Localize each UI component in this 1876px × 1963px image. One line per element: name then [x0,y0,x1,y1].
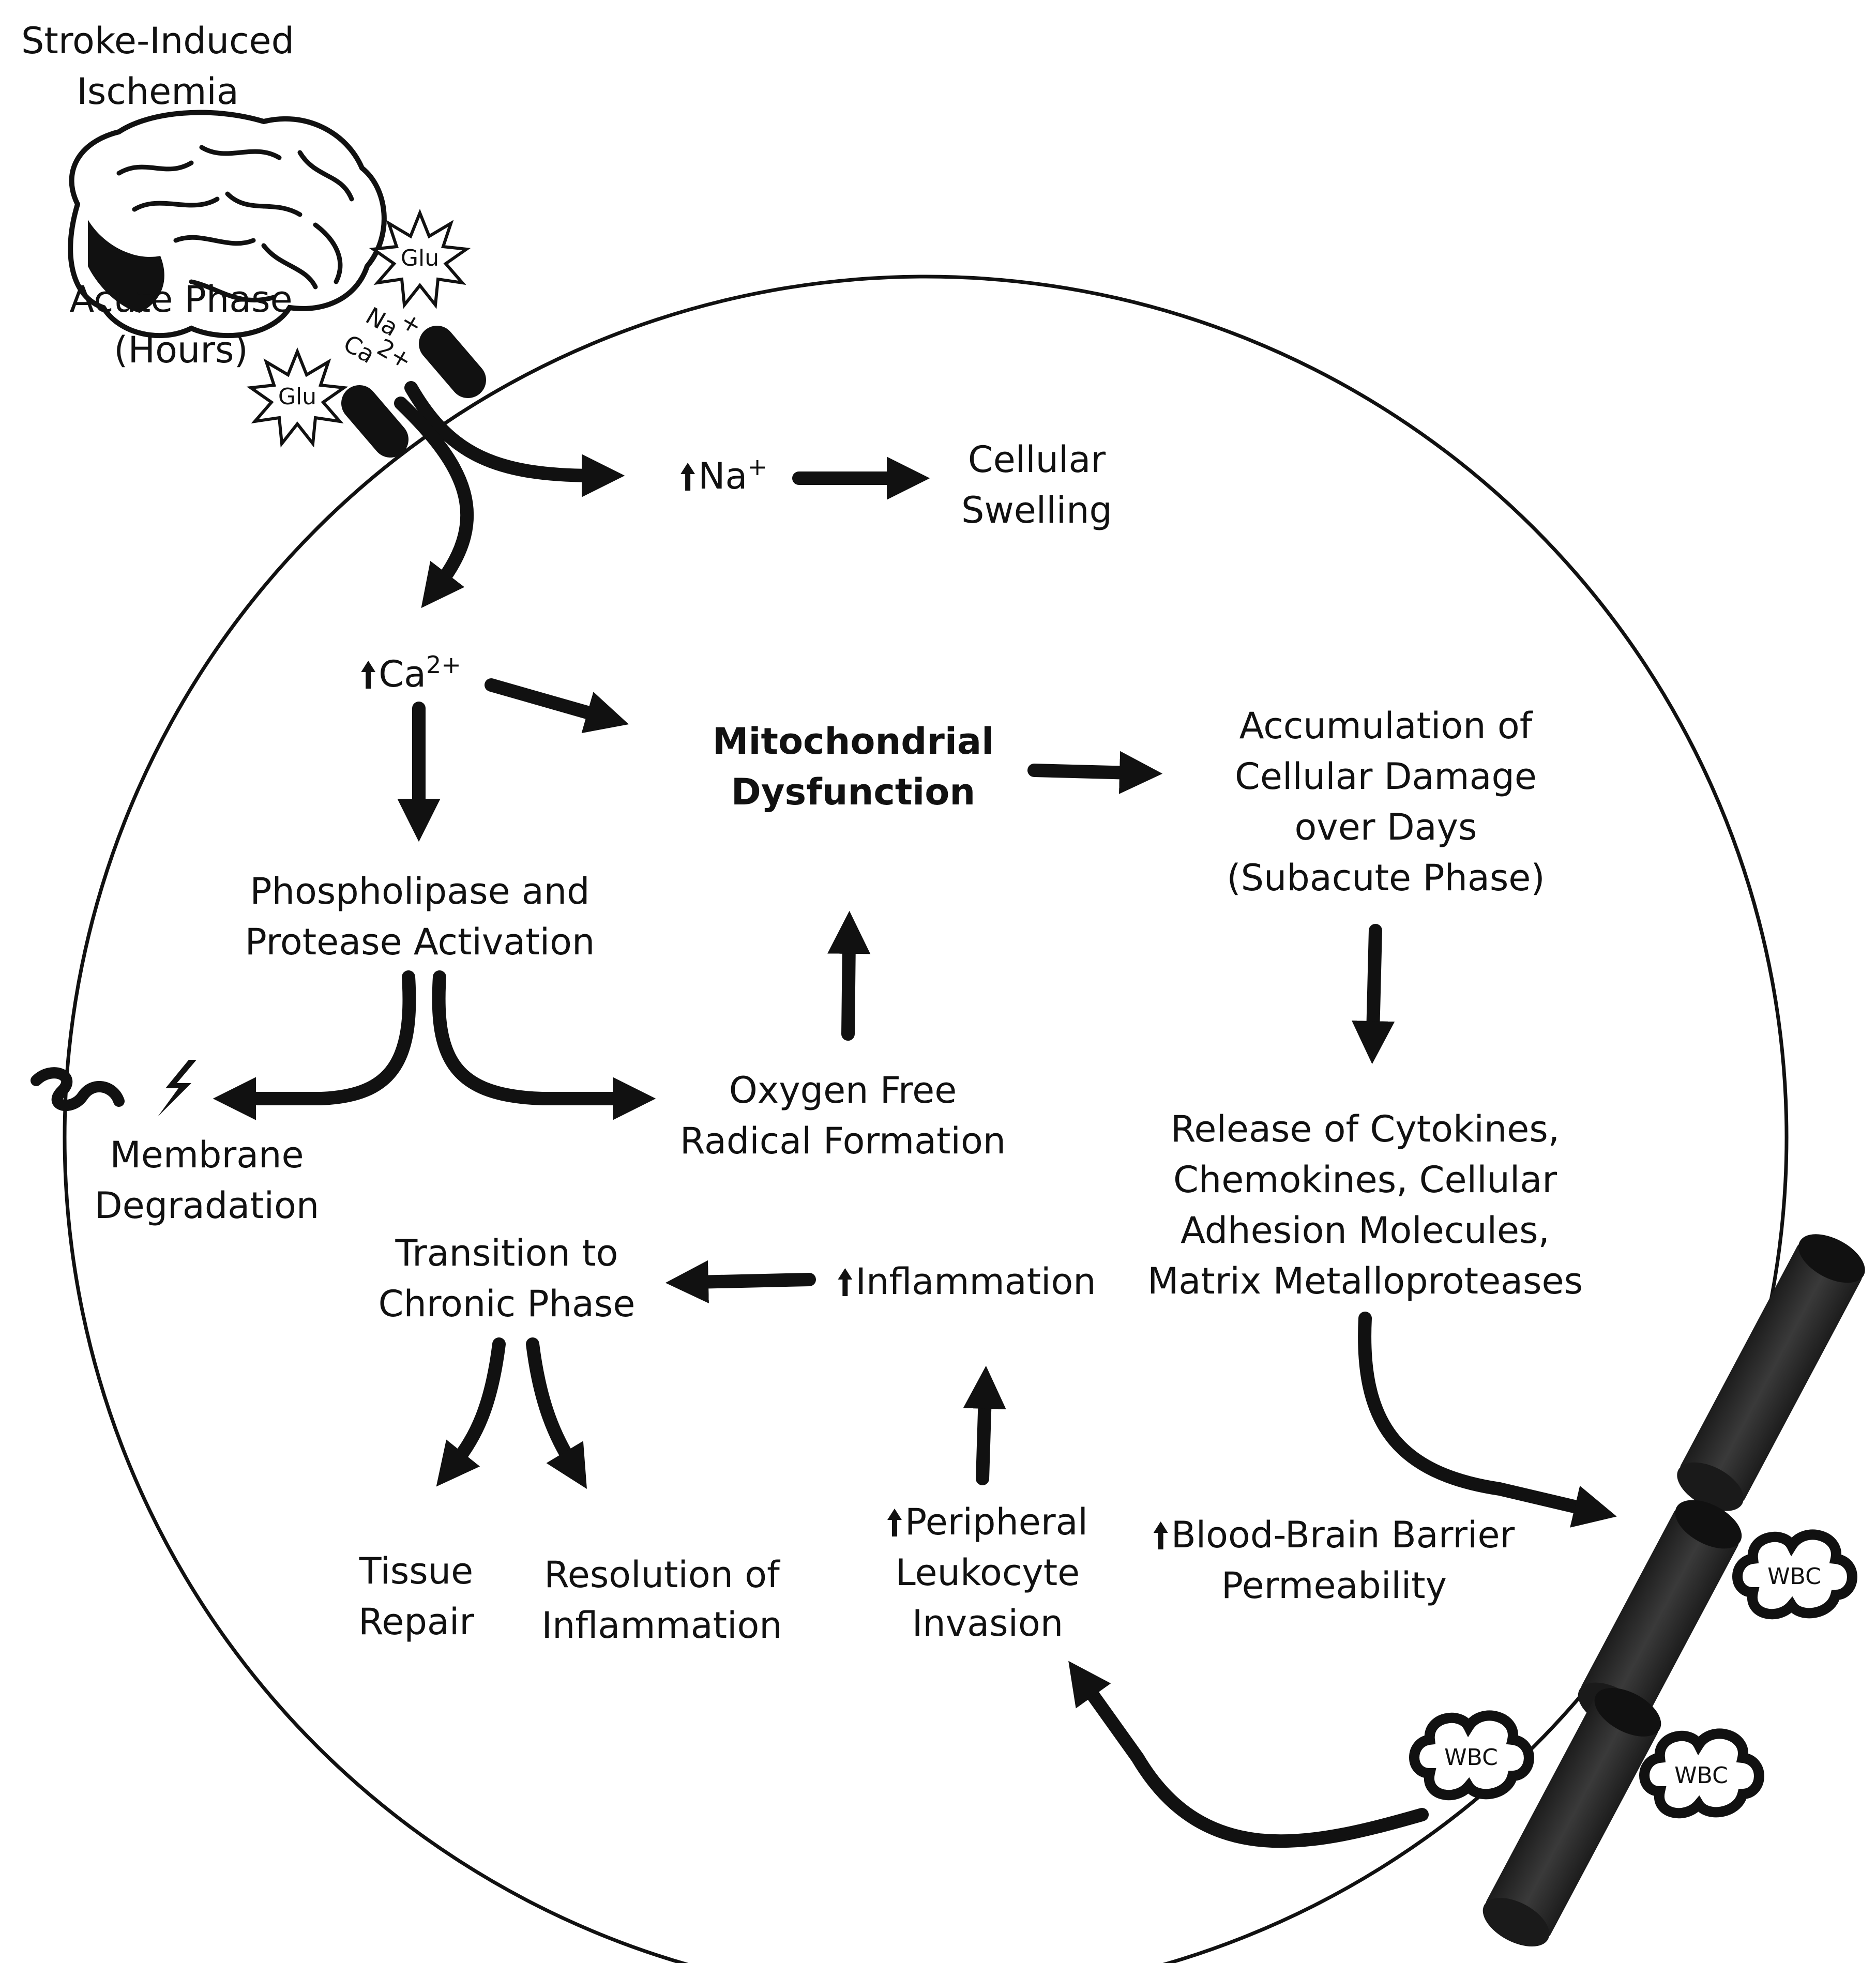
brain-icon [68,110,387,339]
arrow-peripheral-to-inflammation [963,1365,1006,1485]
node-phospholipase: Phospholipase and Protease Activation [245,866,595,967]
node-na: Na+ [680,451,767,501]
arrow-phospho-to-oxygen [432,970,656,1120]
arrow-accum-to-release [1352,924,1395,1064]
arrow-release-to-vessel [1358,1312,1617,1528]
glu-label-bottom: Glu [278,384,317,410]
node-oxygen-free-radical: Oxygen Free Radical Formation [680,1065,1006,1166]
node-peripheral-line-3: Invasion [912,1602,1064,1645]
node-oxygen-line-2: Radical Formation [679,1120,1006,1162]
wbc-cloud-icon [1409,1710,1534,1801]
wbc-label: WBC [1767,1563,1821,1590]
wbc-label: WBC [1674,1762,1728,1789]
node-bbb-line-1: Blood-Brain Barrier [1153,1510,1515,1560]
node-ca-sup: 2+ [426,651,461,679]
node-bbb-permeability: Blood-Brain Barrier Permeability [1153,1510,1515,1611]
up-arrow-icon [1153,1521,1168,1549]
node-ca: Ca2+ [361,649,461,699]
acute-phase-line-1: Acute Phase [69,278,293,321]
cell-membrane-circle [63,275,1788,1963]
node-membrane-line-1: Membrane [110,1134,304,1176]
node-membrane-degradation: Membrane Degradation [95,1130,320,1231]
node-peripheral-line-2: Leukocyte [895,1551,1080,1594]
node-resolution: Resolution of Inflammation [541,1549,782,1651]
node-phospho-line-1: Phospholipase and [250,870,590,912]
glu-label-top: Glu [400,245,440,271]
wbc-cloud-icon [1639,1728,1764,1819]
broken-membrane-icon [31,1067,125,1112]
wbc-label: WBC [1444,1744,1498,1771]
ion-channel-lower [341,385,409,458]
up-arrow-icon [838,1268,853,1296]
wbc-cloud-icon [1732,1529,1857,1620]
ion-channel-upper [419,326,486,398]
title-stroke-ischemia: Stroke-Induced Ischemia [21,16,294,117]
lightning-icon [158,1060,196,1117]
node-resolution-line-1: Resolution of [544,1554,780,1596]
arrow-channel-to-ca [394,397,474,608]
acute-phase-line-2: (Hours) [114,329,248,371]
node-swelling-line-2: Swelling [961,489,1112,531]
node-release-line-2: Chemokines, Cellular [1173,1159,1557,1201]
node-tissue-repair: Tissue Repair [358,1546,474,1647]
up-arrow-icon [361,661,376,689]
arrow-inflammation-to-transition [665,1260,816,1304]
node-inflammation-text: Inflammation [855,1260,1096,1303]
node-cellular-swelling: Cellular Swelling [961,434,1112,536]
node-bbb-text-1: Blood-Brain Barrier [1171,1514,1515,1556]
node-swelling-line-1: Cellular [967,438,1106,481]
arrow-transition-to-resolution [526,1337,587,1489]
node-transition-line-1: Transition to [395,1232,618,1274]
node-tissue-line-2: Repair [358,1601,475,1643]
node-accum-line-3: over Days [1294,806,1477,848]
node-accum-line-4: (Subacute Phase) [1227,857,1545,899]
node-peripheral-line-1: Peripheral [887,1497,1088,1547]
node-transition-chronic: Transition to Chronic Phase [379,1228,636,1329]
title-line-1: Stroke-Induced [21,20,295,62]
up-arrow-icon [887,1509,902,1536]
node-phospho-line-2: Protease Activation [245,921,595,963]
title-line-2: Ischemia [77,70,239,113]
node-mitochondrial-dysfunction: Mitochondrial Dysfunction [713,716,994,817]
up-arrow-icon [680,463,695,491]
arrow-ca-to-mito [485,678,629,734]
node-accumulation: Accumulation of Cellular Damage over Day… [1227,701,1545,903]
arrow-wbc-to-peripheral [1068,1661,1429,1848]
node-na-sup: + [747,453,767,481]
node-accum-line-1: Accumulation of [1239,705,1533,747]
node-bbb-line-2: Permeability [1221,1564,1447,1607]
node-mito-line-1: Mitochondrial [712,720,994,763]
arrow-phospho-to-membrane [213,970,416,1120]
node-transition-line-2: Chronic Phase [378,1283,636,1325]
arrow-transition-to-tissue [436,1337,506,1487]
node-membrane-line-2: Degradation [94,1184,320,1227]
node-na-text: Na [698,455,748,497]
node-tissue-line-1: Tissue [359,1550,474,1592]
node-mito-line-2: Dysfunction [731,771,976,813]
node-peripheral-leukocyte: Peripheral Leukocyte Invasion [887,1497,1088,1649]
node-peripheral-text-1: Peripheral [905,1501,1088,1543]
acute-phase-label: Acute Phase (Hours) [69,274,292,375]
glu-burst-bottom-icon [246,347,349,448]
blood-vessel [1482,1234,1865,1947]
arrow-oxygen-to-mito [827,910,871,1041]
node-release-line-3: Adhesion Molecules, [1181,1209,1550,1252]
node-inflammation: Inflammation [838,1256,1096,1307]
glu-burst-top-icon [369,208,471,309]
node-ca-text: Ca [379,653,426,695]
node-accum-line-2: Cellular Damage [1235,755,1537,798]
node-release-cytokines: Release of Cytokines, Chemokines, Cellul… [1147,1104,1583,1306]
arrow-channel-to-na [404,381,625,497]
arrow-mito-to-accum [1027,751,1163,794]
node-release-line-4: Matrix Metalloproteases [1147,1260,1583,1302]
node-resolution-line-2: Inflammation [541,1604,782,1647]
node-oxygen-line-1: Oxygen Free [729,1069,957,1112]
node-release-line-1: Release of Cytokines, [1170,1108,1560,1150]
